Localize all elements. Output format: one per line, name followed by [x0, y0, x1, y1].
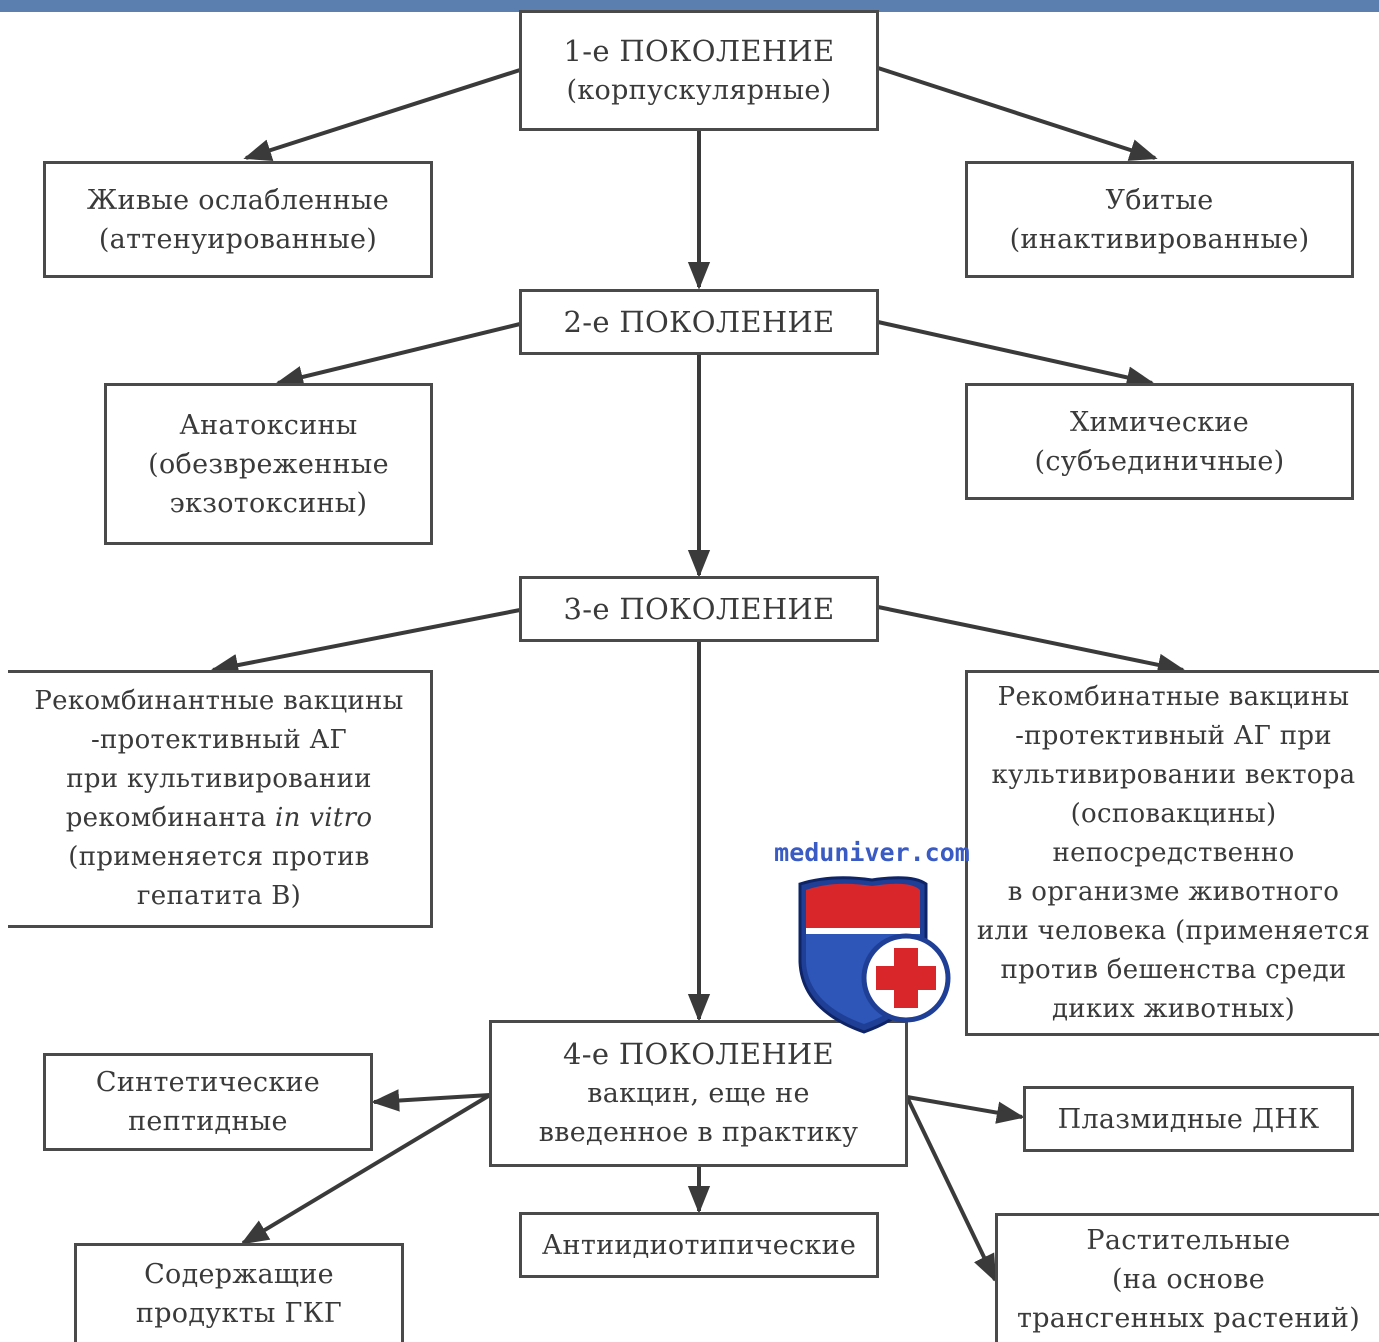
live-attenuated-label: Живые ослабленные: [86, 184, 390, 216]
plasmid-dna-label: Плазмидные ДНК: [1057, 1103, 1320, 1135]
medical-cross-shield-icon: [798, 876, 951, 1034]
hkg-products-line-1: Содержащие: [144, 1259, 334, 1290]
recombinant-left-line-3: при культивировании: [66, 764, 372, 794]
arrow-gen2-to-toxoids: [275, 322, 521, 388]
recombinant-right-line-1: Рекомбинатные вакцины: [997, 681, 1350, 712]
synthetic-peptide-line-2: пептидные: [128, 1106, 288, 1137]
plant-line-3: трансгенных растений): [1016, 1302, 1361, 1334]
top-accent-bar: [0, 0, 1379, 12]
arrow-gen4-to-plant: [905, 1096, 997, 1283]
gen2-box: 2-е ПОКОЛЕНИЕ: [519, 289, 879, 355]
killed-box: Убитые (инактивированные): [965, 161, 1354, 278]
toxoids-note-2: экзотоксины): [169, 487, 368, 519]
gen4-note-1: вакцин, еще не: [587, 1078, 810, 1109]
chemical-box: Химические (субъединичные): [965, 383, 1354, 500]
arrow-gen2-to-chemical: [877, 320, 1155, 389]
recombinant-left-line-1: Рекомбинантные вакцины: [34, 686, 404, 716]
toxoids-note-1: (обезвреженные: [148, 448, 389, 480]
arrow-gen4-to-plasmid: [906, 1095, 1025, 1124]
gen1-title: 1-е ПОКОЛЕНИЕ: [563, 33, 835, 68]
recombinant-right-line-7: или человека (применяется: [976, 915, 1371, 946]
plant-line-2: (на основе: [1111, 1263, 1266, 1295]
live-attenuated-note: (аттенуированные): [98, 223, 378, 255]
recombinant-right-box: Рекомбинатные вакцины -протективный АГ п…: [965, 670, 1379, 1036]
toxoids-label: Анатоксины: [179, 409, 358, 441]
arrow-gen1-to-live: [243, 68, 521, 161]
gen4-box: 4-е ПОКОЛЕНИЕ вакцин, еще не введенное в…: [489, 1020, 908, 1167]
plant-box: Растительные (на основе трансгенных раст…: [995, 1213, 1379, 1342]
recombinant-left-line-6: гепатита В): [136, 881, 302, 911]
gen3-title: 3-е ПОКОЛЕНИЕ: [563, 591, 835, 626]
recombinant-left-line-4-text: рекомбинанта: [65, 803, 276, 833]
recombinant-right-line-6: в организме животного: [1007, 876, 1340, 907]
recombinant-right-line-8: против бешенства среди: [1000, 954, 1347, 985]
toxoids-box: Анатоксины (обезвреженные экзотоксины): [104, 383, 433, 545]
arrow-gen4-to-synthetic: [371, 1089, 491, 1112]
antiidiotypic-box: Антиидиотипические: [519, 1212, 879, 1278]
killed-label: Убитые: [1105, 184, 1214, 216]
killed-note: (инактивированные): [1009, 223, 1310, 255]
recombinant-right-line-4: (осповакцины): [1070, 798, 1277, 829]
watermark-logo: meduniver.com: [752, 838, 992, 1038]
recombinant-left-box: Рекомбинантные вакцины -протективный АГ …: [8, 670, 433, 928]
recombinant-left-line-2: -протективный АГ: [90, 725, 348, 755]
arrow-gen4-to-hkg: [240, 1093, 492, 1245]
arrow-gen1-to-killed: [877, 66, 1158, 161]
synthetic-peptide-line-1: Синтетические: [95, 1067, 321, 1098]
plasmid-dna-box: Плазмидные ДНК: [1023, 1086, 1354, 1152]
watermark-text: meduniver.com: [774, 838, 970, 867]
plant-line-1: Растительные: [1086, 1224, 1291, 1256]
gen2-title: 2-е ПОКОЛЕНИЕ: [563, 304, 835, 339]
gen1-box: 1-е ПОКОЛЕНИЕ (корпускулярные): [519, 10, 879, 131]
antiidiotypic-label: Антиидиотипические: [541, 1229, 857, 1261]
recombinant-right-line-2: -протективный АГ при: [1015, 720, 1332, 751]
hkg-products-line-2: продукты ГКГ: [135, 1298, 343, 1329]
in-vitro-term: in vitro: [275, 803, 373, 833]
recombinant-right-line-3: культивировании вектора: [991, 759, 1356, 790]
chemical-label: Химические: [1069, 406, 1249, 438]
arrow-gen3-to-recomb-left: [210, 608, 521, 677]
hkg-products-box: Содержащие продукты ГКГ: [74, 1243, 404, 1342]
gen4-title: 4-е ПОКОЛЕНИЕ: [563, 1037, 834, 1071]
chemical-note: (субъединичные): [1034, 445, 1285, 477]
gen4-note-2: введенное в практику: [538, 1117, 859, 1148]
recombinant-left-line-5: (применяется против: [68, 842, 370, 872]
live-attenuated-box: Живые ослабленные (аттенуированные): [43, 161, 433, 278]
recombinant-right-line-5: непосредственно: [1052, 837, 1295, 868]
gen3-box: 3-е ПОКОЛЕНИЕ: [519, 576, 879, 642]
arrow-gen3-to-recomb-right: [877, 605, 1186, 676]
synthetic-peptide-box: Синтетические пептидные: [43, 1053, 373, 1151]
recombinant-right-line-9: диких животных): [1051, 993, 1296, 1024]
gen1-subtitle: (корпускулярные): [566, 74, 832, 106]
recombinant-left-line-4: рекомбинанта in vitro: [34, 799, 403, 838]
